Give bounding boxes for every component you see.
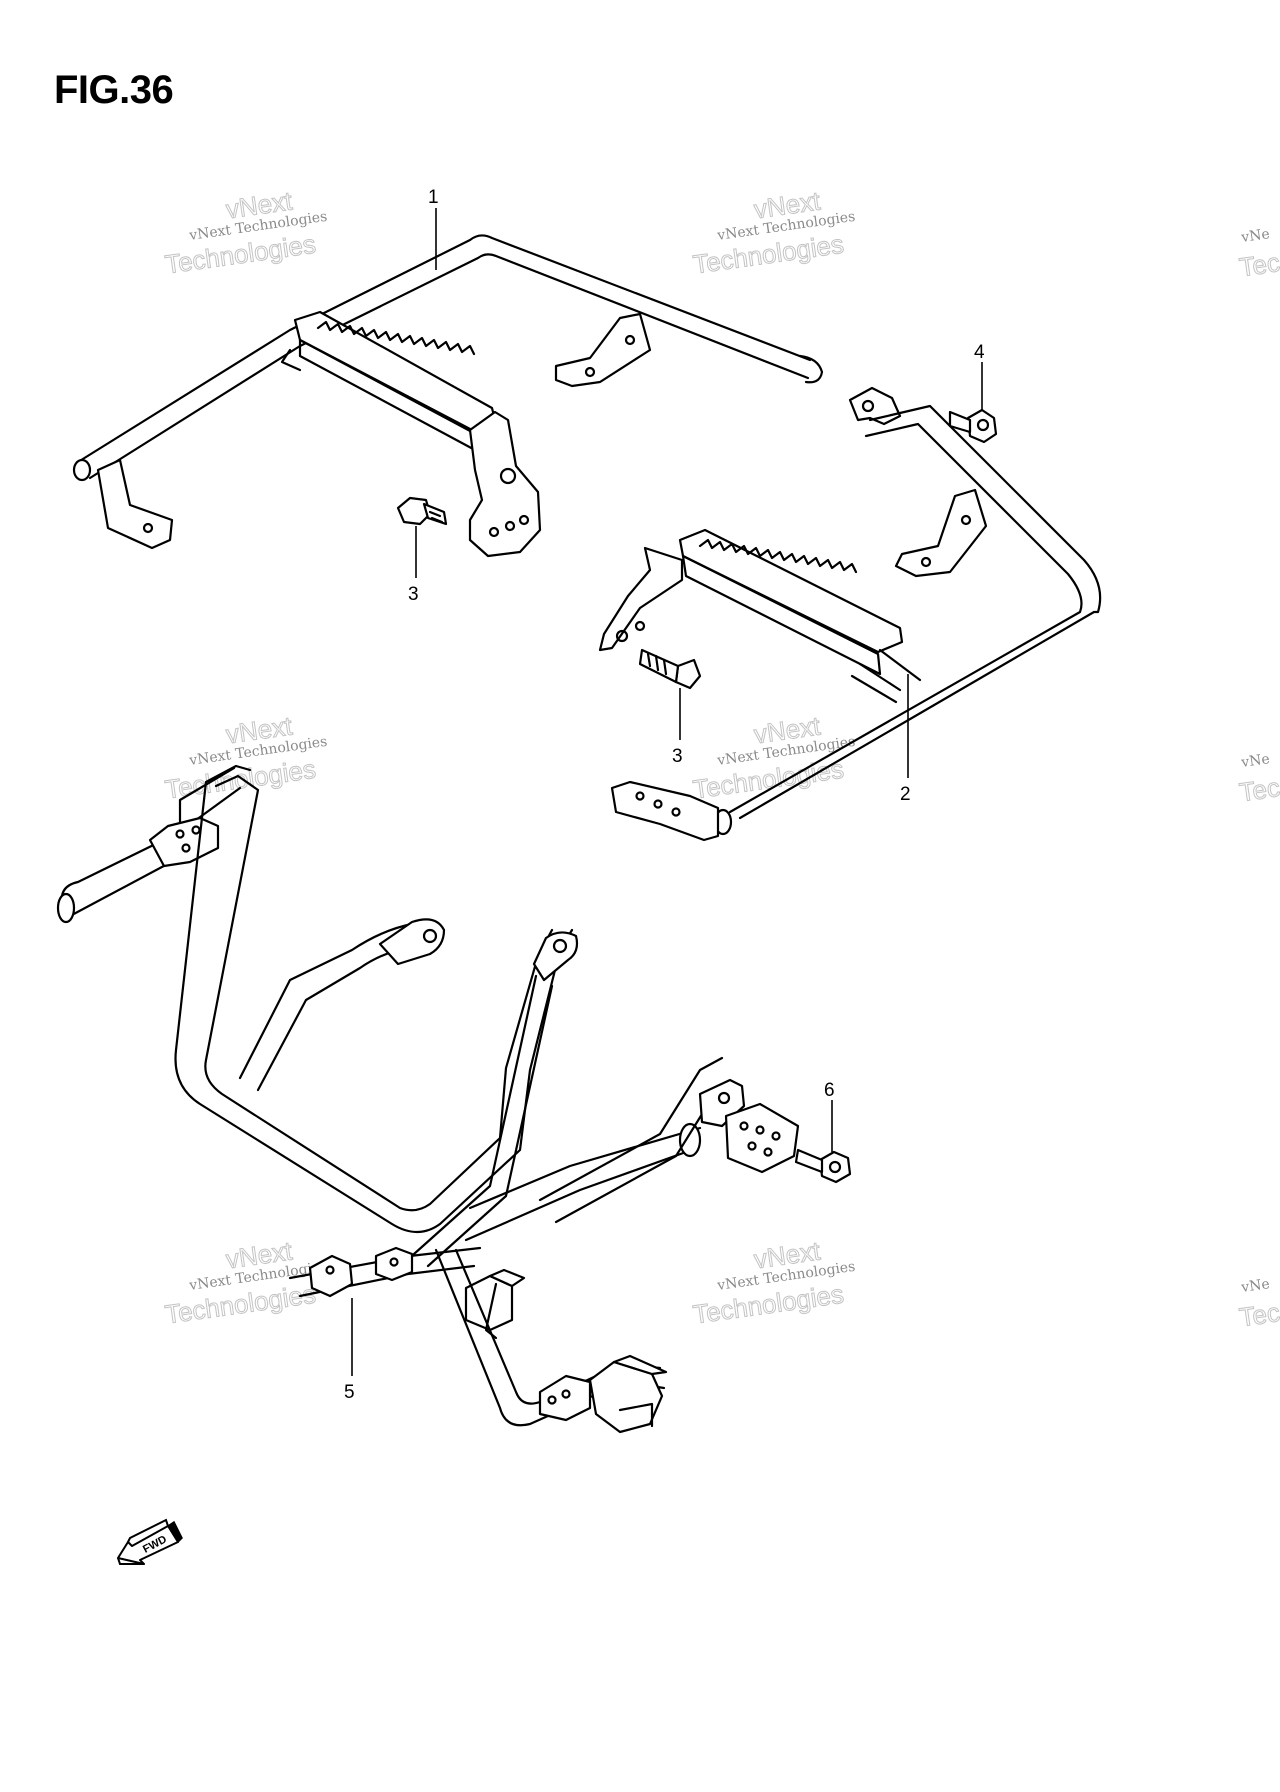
watermark: vNext vNext Technologies Technologies bbox=[163, 185, 329, 280]
callout-3-lower: 3 bbox=[672, 746, 683, 767]
watermark: vNext vNext Technologies Technologies bbox=[163, 710, 329, 805]
watermark: vNext vNext Technologies Technologies bbox=[691, 185, 857, 280]
part-1-footrest-bar-left bbox=[72, 234, 824, 558]
watermark: vNext vNext Technologies Technologies bbox=[691, 710, 857, 805]
part-3-bolt-lower bbox=[638, 648, 702, 690]
watermark-partial: vNe Tec bbox=[1237, 1276, 1280, 1333]
callout-2: 2 bbox=[900, 784, 911, 805]
watermark: vNext vNext Technologies Technologies bbox=[163, 1235, 329, 1330]
watermark-partial-tec: Tec bbox=[1237, 1297, 1280, 1332]
part-5-front-bumper bbox=[56, 764, 800, 1434]
watermark-partial-tec: Tec bbox=[1237, 247, 1280, 282]
watermark: vNext vNext Technologies Technologies bbox=[691, 1235, 857, 1330]
callout-5: 5 bbox=[344, 1382, 355, 1403]
figure-title: FIG.36 bbox=[54, 68, 174, 112]
watermark-partial-tec: Tec bbox=[1237, 772, 1280, 807]
watermark-partial-text: vNe bbox=[1239, 751, 1270, 771]
part-6-bolt bbox=[794, 1148, 852, 1184]
part-3-bolt-upper bbox=[396, 496, 448, 526]
callout-1: 1 bbox=[428, 187, 439, 208]
fwd-arrow: FWD bbox=[117, 1518, 183, 1565]
watermark-partial-text: vNe bbox=[1239, 1276, 1270, 1296]
leader-lines bbox=[351, 208, 983, 1376]
callout-6: 6 bbox=[824, 1080, 835, 1101]
watermark-partial: vNe Tec bbox=[1237, 751, 1280, 808]
part-2-footrest-bar-right bbox=[598, 386, 1102, 842]
callout-3-upper: 3 bbox=[408, 584, 419, 605]
callouts: 1 2 3 3 4 5 6 bbox=[344, 187, 985, 1403]
watermark-partial-text: vNe bbox=[1239, 226, 1270, 246]
part-4-bolt bbox=[948, 408, 998, 444]
watermark-partial: vNe Tec bbox=[1237, 226, 1280, 283]
callout-4: 4 bbox=[974, 342, 985, 363]
